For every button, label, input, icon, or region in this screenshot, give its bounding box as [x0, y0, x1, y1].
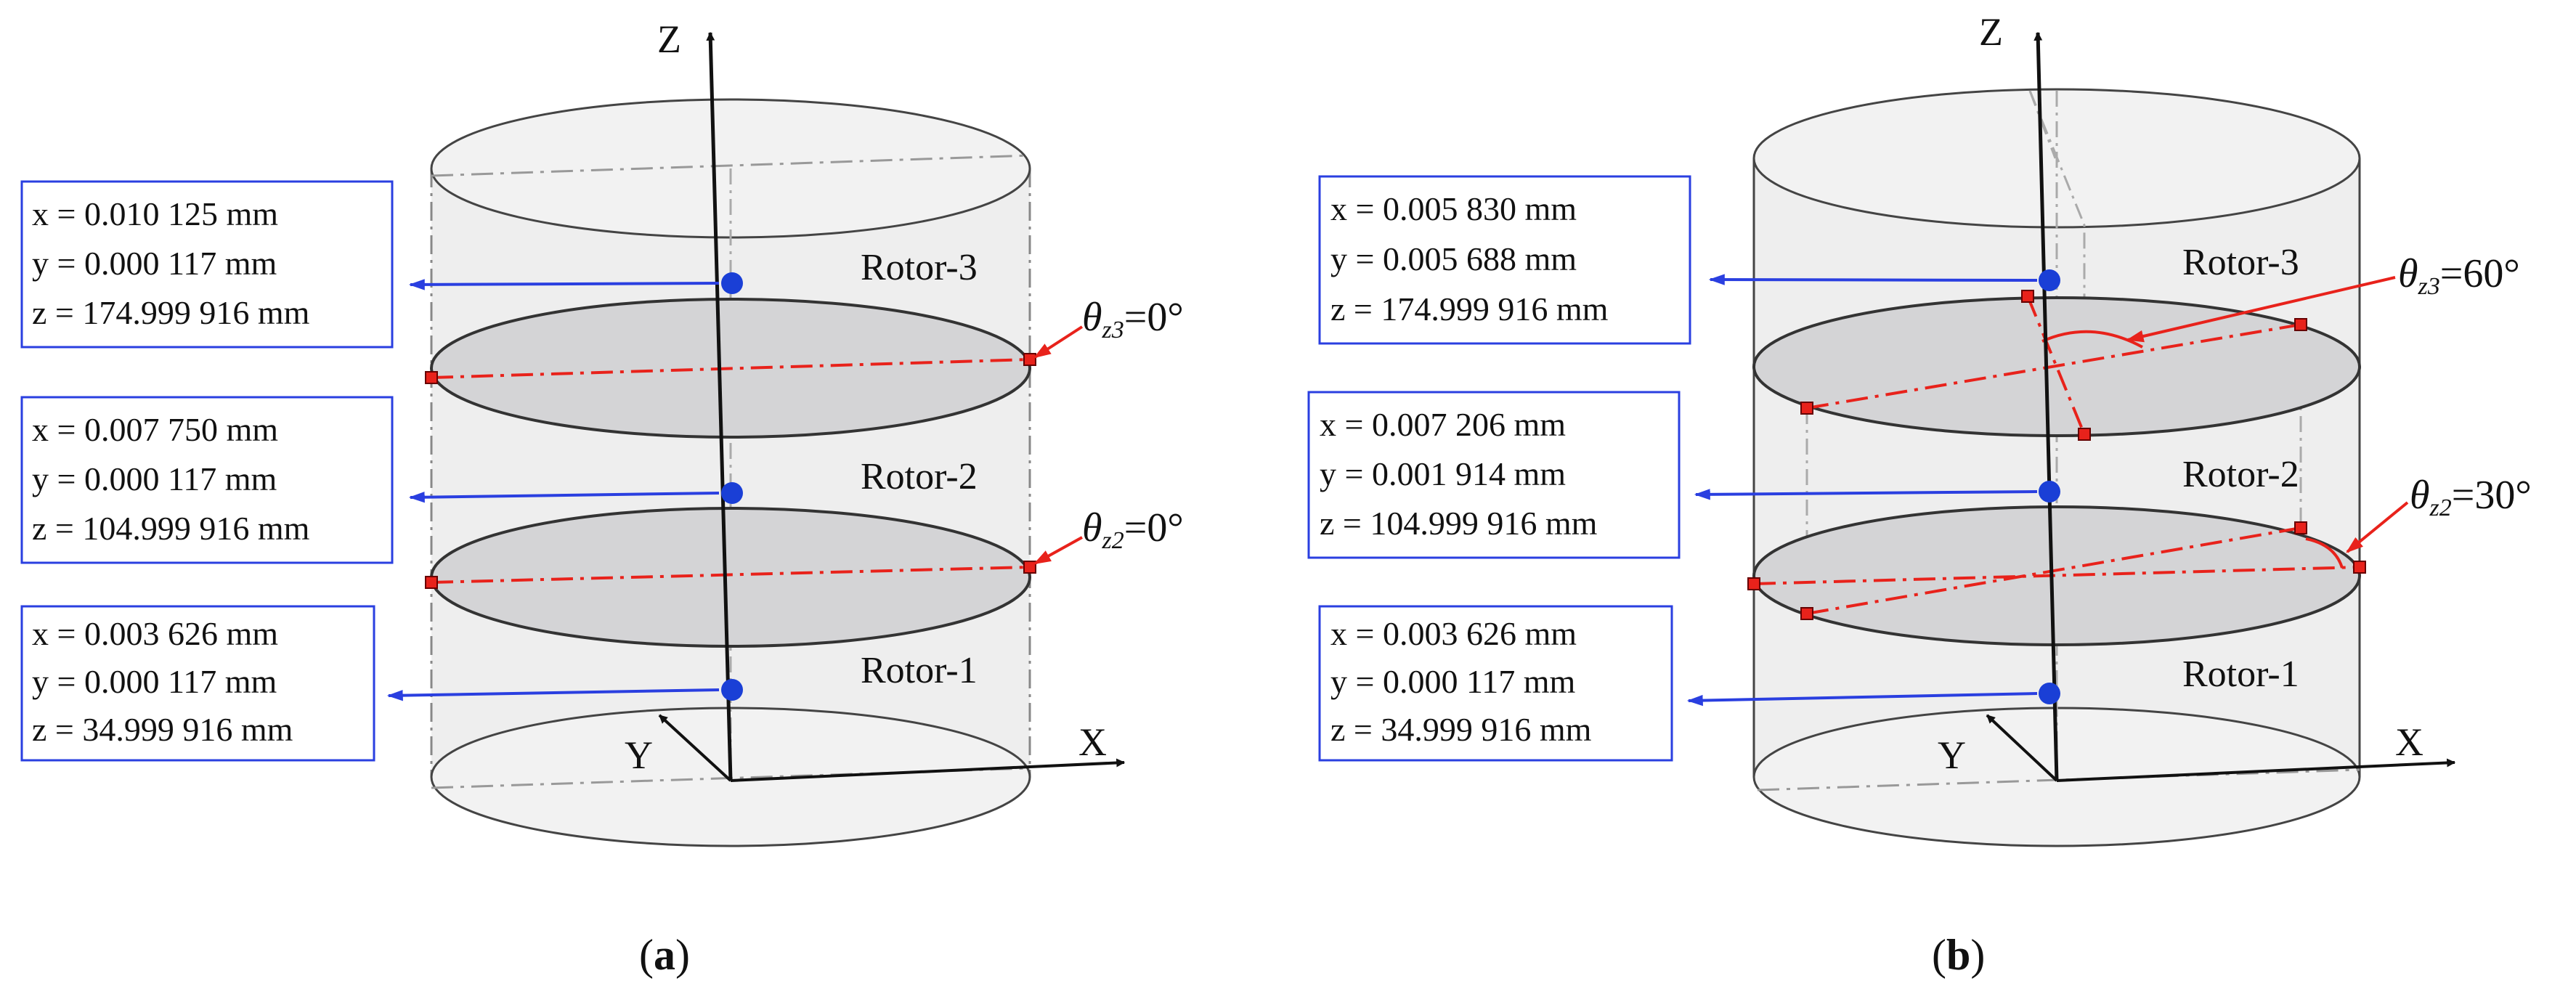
rotor3-y-value: y = 0.005 688 mm	[1330, 240, 1577, 277]
rotor2-y-value: y = 0.001 914 mm	[1320, 455, 1566, 492]
rotor2-coordinates-box: x = 0.007 206 mm y = 0.001 914 mm z = 10…	[1307, 391, 1681, 559]
theta-z3-label: θz3=60°	[2398, 251, 2520, 300]
disk3-marker-b	[2294, 318, 2307, 331]
x-axis-label: X	[2395, 720, 2423, 764]
rotor3-coordinates-box: x = 0.005 830 mm y = 0.005 688 mm z = 17…	[1318, 175, 1691, 345]
rotor2-x-value: x = 0.007 206 mm	[1320, 406, 1566, 443]
rotor2-leader-arrow	[408, 492, 720, 503]
disk2-marker-d	[2294, 521, 2307, 534]
rotor3-center-dot	[2039, 269, 2060, 291]
rotor2-center-dot	[2039, 481, 2060, 502]
disk3-marker-a	[1800, 402, 1813, 415]
rotor1-label: Rotor-1	[861, 650, 978, 691]
disk3-marker-d	[2078, 428, 2091, 441]
rotor1-x-value: x = 0.003 626 mm	[1330, 615, 1577, 652]
rotor1-y-value: y = 0.000 117 mm	[32, 663, 277, 700]
disk-rotor2	[430, 507, 1031, 648]
rotor2-y-value: y = 0.000 117 mm	[32, 460, 277, 497]
disk3-reference-line	[1806, 323, 2301, 410]
x-axis-label: X	[1078, 720, 1107, 764]
rotor2-center-dot	[721, 482, 743, 504]
disk2-marker-left	[425, 576, 438, 589]
y-axis	[658, 714, 732, 782]
theta-z3-arrow	[1033, 325, 1084, 359]
x-axis	[2056, 758, 2456, 782]
rotor3-y-value: y = 0.000 117 mm	[32, 245, 277, 282]
rotor2-label: Rotor-2	[861, 456, 978, 497]
rotor3-z-value: z = 174.999 916 mm	[32, 294, 310, 331]
disk2-marker-a	[1747, 577, 1760, 590]
rotor1-z-value: z = 34.999 916 mm	[32, 711, 293, 748]
disk2-marker-c	[1800, 607, 1813, 620]
y-axis-label: Y	[625, 733, 653, 777]
rotor3-leader-arrow	[408, 279, 720, 290]
caption-b: (b)	[1932, 931, 1985, 979]
panel-a: Z X Y Rotor-3 Rotor-2 Rotor-1 x = 0.010 …	[20, 17, 1184, 979]
z-axis-label: Z	[1979, 10, 2003, 54]
y-axis	[1986, 714, 2058, 782]
rotor2-x-value: x = 0.007 750 mm	[32, 411, 278, 448]
disk2-reference-line	[1753, 566, 2360, 585]
disk2-marker-right	[1023, 561, 1036, 574]
rotor3-x-value: x = 0.010 125 mm	[32, 195, 278, 232]
rotor1-y-value: y = 0.000 117 mm	[1330, 663, 1576, 700]
theta-z3-arrow	[2126, 276, 2396, 343]
theta-z3-label: θz3=0°	[1082, 295, 1184, 343]
rotor1-leader-arrow	[386, 688, 720, 701]
disk3-rotated-line	[2026, 296, 2086, 435]
x-axis	[730, 758, 1126, 782]
disk2-marker-b	[2353, 561, 2366, 574]
disk-rotor2	[1752, 505, 2361, 646]
rotor2-label: Rotor-2	[2182, 454, 2299, 495]
disk3-marker-right	[1023, 353, 1036, 366]
rotor3-label: Rotor-3	[861, 247, 978, 288]
rotor1-coordinates-box: x = 0.003 626 mm y = 0.000 117 mm z = 34…	[20, 605, 375, 762]
disk2-angle-arc	[2305, 537, 2344, 569]
rotor3-x-value: x = 0.005 830 mm	[1330, 190, 1577, 227]
theta-z2-label: θz2=0°	[1082, 505, 1184, 554]
z-axis-label: Z	[657, 17, 681, 61]
panel-b: Z X Y Rotor-3 Rotor-2 Rotor-1 x = 0.005 …	[1307, 10, 2532, 979]
rotor3-z-value: z = 174.999 916 mm	[1330, 290, 1609, 327]
caption-a: (a)	[639, 931, 690, 979]
rotor1-z-value: z = 34.999 916 mm	[1330, 711, 1592, 748]
theta-z2-label: θz2=30°	[2410, 473, 2532, 521]
rotor1-leader-arrow	[1686, 692, 2038, 707]
disk2-reference-line	[431, 566, 1031, 584]
rotor3-label: Rotor-3	[2182, 242, 2299, 283]
rotor1-label: Rotor-1	[2182, 654, 2299, 695]
rotor3-center-dot	[721, 272, 743, 294]
theta-z2-arrow	[1033, 536, 1083, 565]
theta-z2-arrow	[2346, 501, 2409, 553]
rotor1-center-dot	[2039, 683, 2060, 704]
rotor2-z-value: z = 104.999 916 mm	[32, 510, 310, 547]
disk2-rotated-line	[1806, 526, 2301, 615]
rotor1-coordinates-box: x = 0.003 626 mm y = 0.000 117 mm z = 34…	[1318, 605, 1673, 762]
disk3-reference-line	[431, 358, 1031, 379]
rotor1-center-dot	[721, 679, 743, 701]
y-axis-label: Y	[1938, 733, 1966, 777]
rotor2-coordinates-box: x = 0.007 750 mm y = 0.000 117 mm z = 10…	[20, 396, 394, 564]
rotor1-x-value: x = 0.003 626 mm	[32, 615, 278, 652]
top-centerline	[431, 154, 1031, 177]
z-axis	[2033, 31, 2059, 781]
rotor2-z-value: z = 104.999 916 mm	[1320, 505, 1598, 542]
z-axis	[706, 31, 733, 781]
rotor3-coordinates-box: x = 0.010 125 mm y = 0.000 117 mm z = 17…	[20, 180, 394, 349]
top-skew-guide-2	[2028, 90, 2057, 159]
disk3-marker-c	[2021, 290, 2034, 303]
rotor2-leader-arrow	[1694, 489, 2038, 500]
disk3-marker-left	[425, 371, 438, 384]
